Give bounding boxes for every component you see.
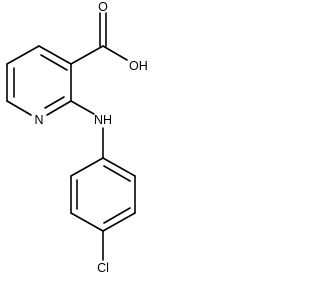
bond-ar1-ar2-inner	[103, 165, 131, 182]
bond-ar3-ar4	[102, 212, 136, 232]
carboxyl-oxygen-label: O	[98, 0, 108, 14]
chemical-structure-diagram: O OH N NH Cl	[6, 0, 148, 275]
carboxylic-acid-group	[70, 12, 128, 65]
bond-n1-c2-inner	[44, 96, 65, 109]
bond-c4-c4-inner	[40, 54, 68, 71]
amine-label: NH	[94, 113, 112, 127]
bond-c6-n1	[6, 100, 32, 116]
chlorophenyl-ring	[70, 157, 136, 261]
bond-c2-nh	[70, 100, 95, 115]
hydroxyl-label: OH	[129, 59, 148, 73]
bond-ar6-ar1	[70, 157, 104, 177]
bond-c4-c5	[6, 45, 40, 65]
bond-ar3-ar4-inner	[103, 207, 131, 224]
bond-n1-c2	[46, 100, 72, 116]
bond-c3-c4	[38, 45, 72, 65]
bond-c3-carboxyl	[70, 45, 104, 65]
amine-linker	[70, 100, 104, 159]
bond-ar1-ar2	[102, 157, 136, 177]
ring-nitrogen-label: N	[34, 113, 43, 127]
bond-ar4-ar5	[70, 212, 104, 232]
chlorine-label: Cl	[97, 261, 109, 275]
bond-carboxyl-hydroxyl	[102, 45, 128, 61]
pyridine-ring	[6, 45, 72, 116]
